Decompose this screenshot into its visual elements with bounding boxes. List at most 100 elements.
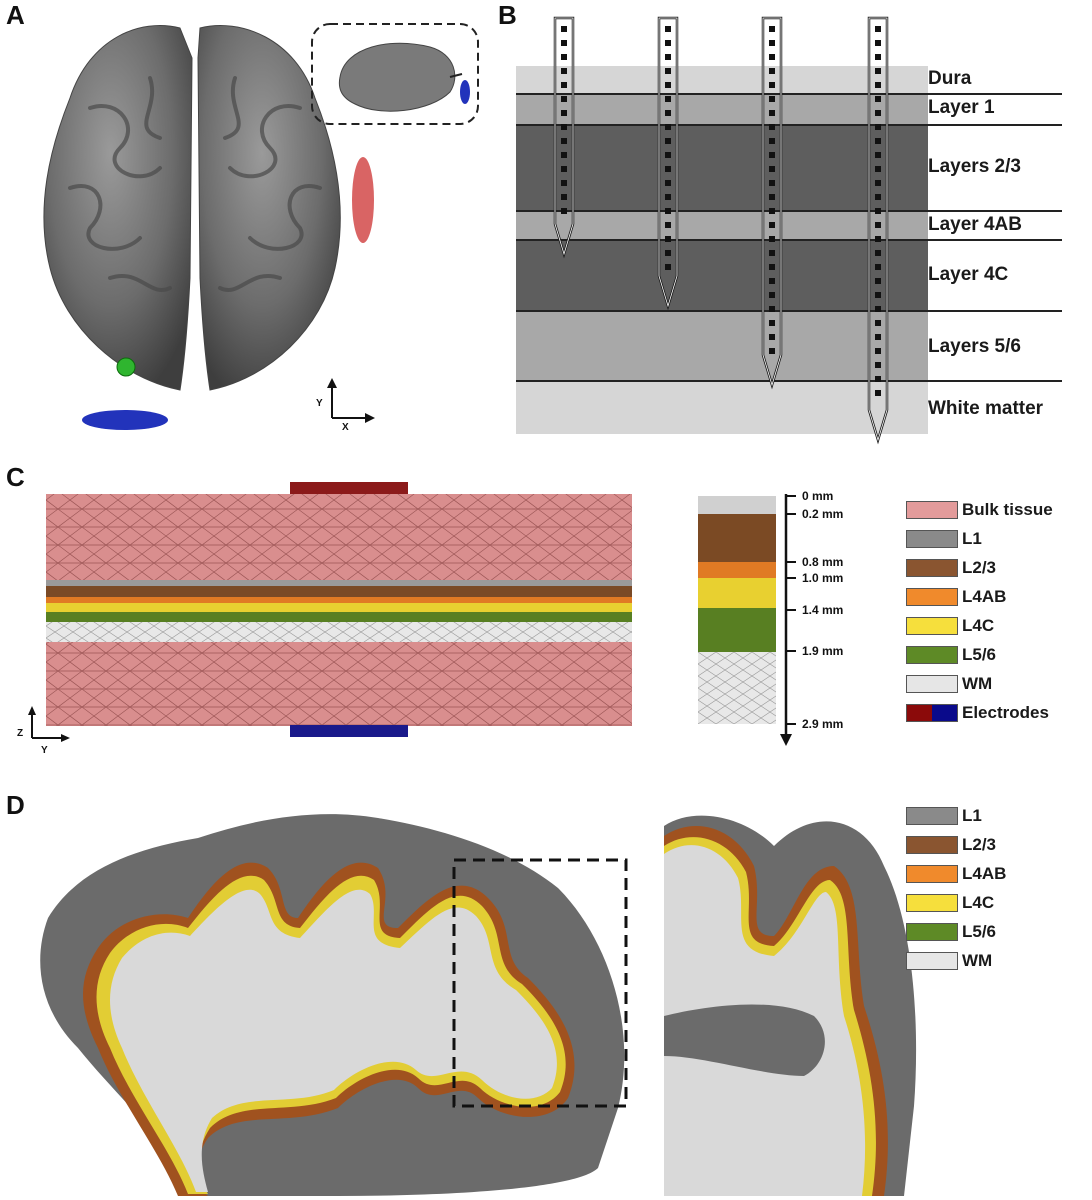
probe-contact — [665, 138, 671, 144]
brain-top-view — [43, 25, 341, 391]
legend-swatch — [906, 952, 958, 970]
probe-contact — [769, 250, 775, 256]
depth-tick-label-5: 1.9 mm — [802, 644, 843, 658]
probe-contact — [875, 26, 881, 32]
depth-column-mesh — [698, 496, 776, 724]
legend-label: WM — [962, 674, 993, 693]
panel-b-letter: B — [498, 0, 517, 30]
probe-contact — [561, 54, 567, 60]
probe-contact — [875, 320, 881, 326]
depth-tick-label-4: 1.4 mm — [802, 603, 843, 617]
layer-band-5 — [516, 311, 928, 381]
probe-contact — [875, 194, 881, 200]
legend-c-item: L4AB — [906, 587, 1006, 607]
layer-label-2-3: Layers 2/3 — [928, 156, 1021, 177]
legend-d-item: WM — [906, 951, 992, 971]
probe-contact — [665, 124, 671, 130]
probe-contact — [769, 152, 775, 158]
layer-band-6 — [516, 381, 928, 434]
depth-tick-label-2: 0.8 mm — [802, 555, 843, 569]
probe-contact — [561, 166, 567, 172]
probe-contact — [875, 348, 881, 354]
probe-contact — [769, 124, 775, 130]
legend-c-item: Electrodes — [906, 703, 1049, 723]
probe-4 — [867, 16, 889, 445]
probe-contact — [769, 306, 775, 312]
cortical-slice-zoom — [664, 815, 917, 1196]
probe-contact — [875, 292, 881, 298]
probe-contact — [769, 40, 775, 46]
probe-contact — [875, 250, 881, 256]
legend-swatch — [906, 865, 958, 883]
electrode-ellipse-blue — [82, 410, 168, 430]
probe-2 — [657, 16, 679, 311]
legend-label: L4AB — [962, 864, 1007, 883]
probe-contact — [769, 194, 775, 200]
probe-contact — [665, 236, 671, 242]
legend-label: L1 — [962, 529, 982, 548]
probe-contact — [769, 82, 775, 88]
legend-label: L1 — [962, 806, 982, 825]
probe-contact — [875, 376, 881, 382]
probe-contact — [769, 180, 775, 186]
depth-tick-label-3: 1.0 mm — [802, 571, 843, 585]
depth-axis-arrow — [780, 734, 792, 746]
probe-contact — [665, 82, 671, 88]
probe-contact — [875, 180, 881, 186]
layer-label-5-6: Layers 5/6 — [928, 336, 1021, 357]
cortical-slice-full — [40, 814, 628, 1196]
probe-contact — [769, 320, 775, 326]
layer-band-2 — [516, 125, 928, 211]
legend-label: L2/3 — [962, 558, 997, 577]
legend-d-item: L2/3 — [906, 835, 996, 855]
probe-contact — [769, 68, 775, 74]
probe-contact — [665, 208, 671, 214]
legend-c-item: L4C — [906, 616, 994, 636]
probe-contact — [561, 124, 567, 130]
probe-contact — [875, 82, 881, 88]
probe-contact — [875, 390, 881, 396]
probe-contact — [665, 152, 671, 158]
legend-d-item: L1 — [906, 806, 982, 826]
legend-c-item: L2/3 — [906, 558, 996, 578]
axis-y-label-c: Y — [41, 745, 48, 756]
probe-contact — [769, 54, 775, 60]
probe-contact — [561, 68, 567, 74]
probe-contact — [769, 222, 775, 228]
probe-contact — [665, 26, 671, 32]
probe-1 — [553, 16, 575, 259]
probe-contact — [665, 250, 671, 256]
probe-contact — [665, 166, 671, 172]
electrode-ellipse-red — [352, 157, 374, 243]
depth-axis: 0 mm0.2 mm0.8 mm1.0 mm1.4 mm1.9 mm2.9 mm — [780, 489, 843, 746]
probe-contact — [875, 264, 881, 270]
probe-contact — [665, 194, 671, 200]
tissue-slab-mesh — [46, 482, 632, 737]
legend-c-item: Bulk tissue — [906, 500, 1053, 520]
legend-swatch — [906, 807, 958, 825]
axes-zy-icon — [28, 706, 70, 742]
probe-contact — [875, 362, 881, 368]
probe-contact — [875, 138, 881, 144]
probe-contact — [875, 334, 881, 340]
probe-contact — [769, 110, 775, 116]
layer-label-dura: Dura — [928, 68, 972, 89]
probe-contact — [665, 180, 671, 186]
probe-contact — [875, 68, 881, 74]
legend-swatch — [906, 501, 958, 519]
legend-label: L5/6 — [962, 645, 997, 664]
depth-tick-label-6: 2.9 mm — [802, 717, 843, 731]
legend-c-item: L5/6 — [906, 645, 996, 665]
probe-contact — [561, 180, 567, 186]
legend-swatch — [906, 588, 958, 606]
legend-swatch — [906, 894, 958, 912]
probe-contact — [769, 166, 775, 172]
probe-contact — [769, 208, 775, 214]
probe-contact — [665, 96, 671, 102]
probe-contact — [875, 208, 881, 214]
legend-swatch — [906, 617, 958, 635]
probe-contact — [665, 110, 671, 116]
layer-band-0 — [516, 66, 928, 94]
layer-band-1 — [516, 94, 928, 125]
layer-label-1: Layer 1 — [928, 97, 995, 118]
